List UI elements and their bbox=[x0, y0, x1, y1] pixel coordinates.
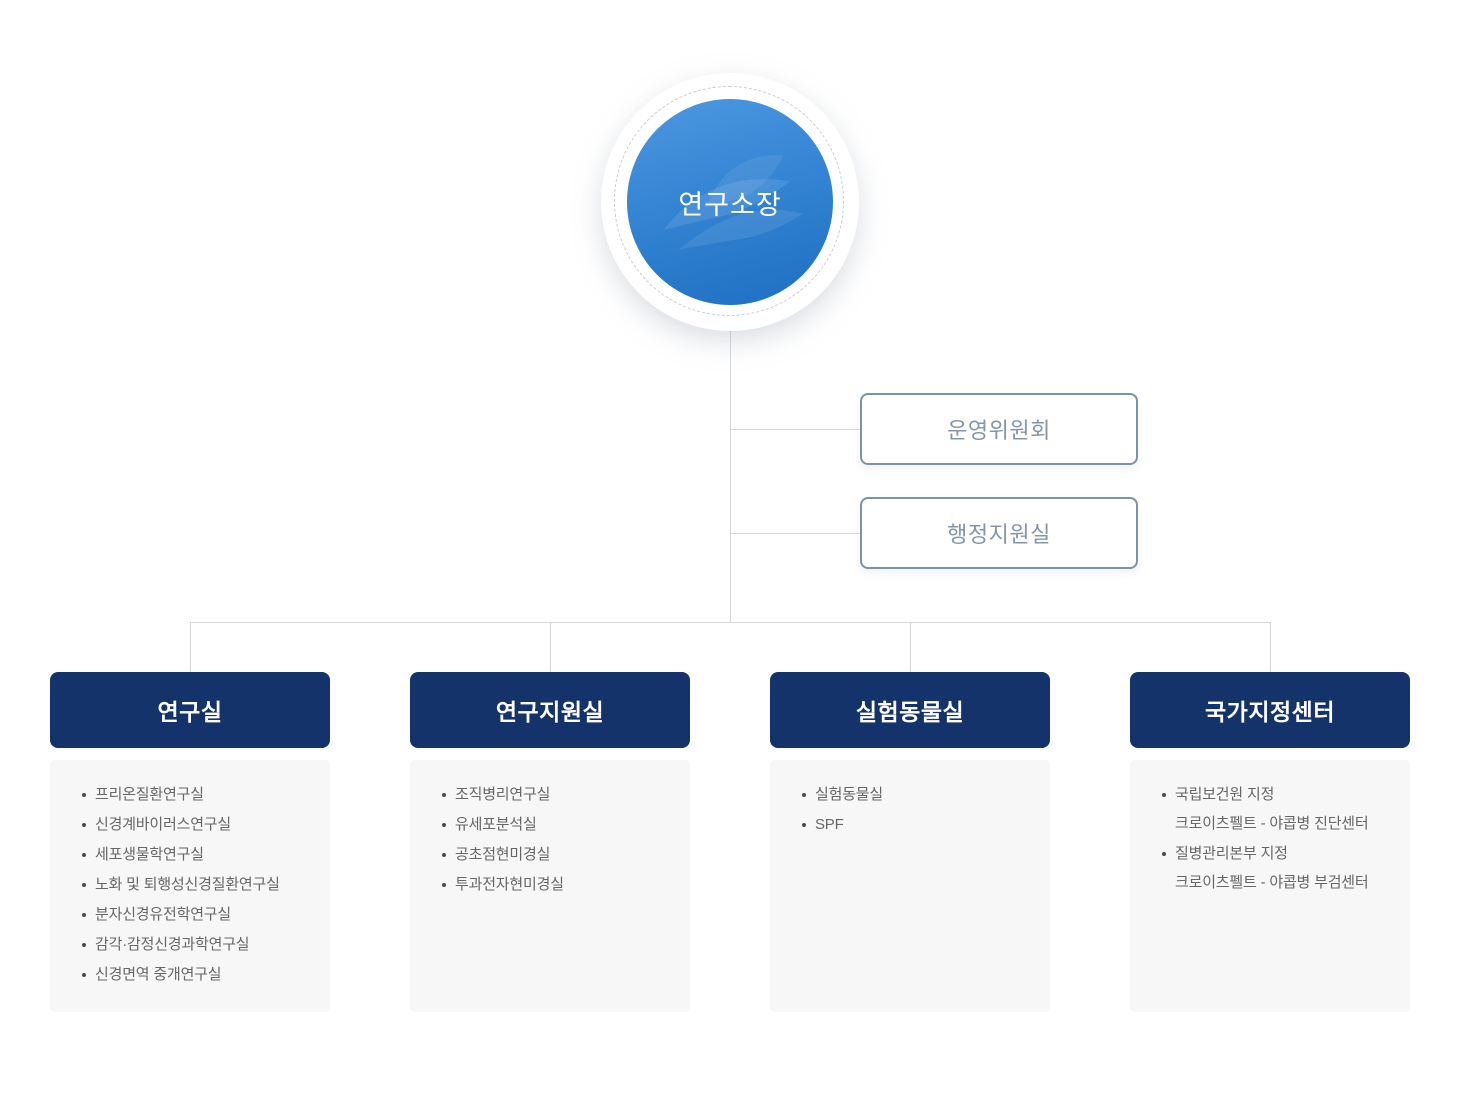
director-circle-inner: 연구소장 bbox=[627, 99, 833, 305]
dept-header-lab-animal: 실험동물실 bbox=[770, 672, 1050, 748]
bullet-icon bbox=[802, 823, 806, 827]
list-item: SPF bbox=[802, 815, 1032, 835]
dept-header-research-labs: 연구실 bbox=[50, 672, 330, 748]
list-item: 노화 및 퇴행성신경질환연구실 bbox=[82, 875, 312, 895]
list-item: 신경계바이러스연구실 bbox=[82, 815, 312, 835]
dept-panel-national-center: 국립보건원 지정 크로이츠펠트 - 야콥병 진단센터 질병관리본부 지정 크로이… bbox=[1130, 760, 1410, 1012]
connector-trunk-line bbox=[730, 331, 731, 622]
bullet-icon bbox=[82, 973, 86, 977]
bullet-icon bbox=[442, 823, 446, 827]
connector-drop-line-1 bbox=[190, 622, 191, 672]
connector-branch-committee-line bbox=[730, 429, 860, 430]
list-item: 공초점현미경실 bbox=[442, 845, 672, 865]
bullet-icon bbox=[82, 793, 86, 797]
connector-drop-line-3 bbox=[910, 622, 911, 672]
connector-branch-admin-line bbox=[730, 533, 860, 534]
bullet-icon bbox=[802, 793, 806, 797]
bullet-icon bbox=[442, 853, 446, 857]
list-item: 투과전자현미경실 bbox=[442, 875, 672, 895]
dept-list: 실험동물실 SPF bbox=[802, 785, 1032, 835]
dept-panel-research-labs: 프리온질환연구실 신경계바이러스연구실 세포생물학연구실 노화 및 퇴행성신경질… bbox=[50, 760, 330, 1012]
dept-title: 국가지정센터 bbox=[1205, 699, 1335, 725]
director-label: 연구소장 bbox=[678, 189, 782, 220]
dept-title: 연구실 bbox=[157, 699, 223, 725]
list-item: 프리온질환연구실 bbox=[82, 785, 312, 805]
director-circle: 연구소장 bbox=[601, 73, 859, 331]
connector-drop-line-4 bbox=[1270, 622, 1271, 672]
dept-title: 실험동물실 bbox=[855, 699, 965, 725]
list-item: 질병관리본부 지정 크로이츠펠트 - 야콥병 부검센터 bbox=[1162, 844, 1392, 893]
bullet-icon bbox=[82, 943, 86, 947]
admin-office-box: 행정지원실 bbox=[860, 497, 1138, 569]
bullet-icon bbox=[1162, 852, 1166, 856]
committee-label: 운영위원회 bbox=[947, 418, 1051, 443]
connector-drop-line-2 bbox=[550, 622, 551, 672]
list-item: 실험동물실 bbox=[802, 785, 1032, 805]
dept-header-national-center: 국가지정센터 bbox=[1130, 672, 1410, 748]
dept-title: 연구지원실 bbox=[495, 699, 605, 725]
logo-watermark-icon bbox=[663, 155, 803, 250]
list-item: 유세포분석실 bbox=[442, 815, 672, 835]
list-item: 신경면역 중개연구실 bbox=[82, 965, 312, 985]
committee-box: 운영위원회 bbox=[860, 393, 1138, 465]
dept-header-research-support: 연구지원실 bbox=[410, 672, 690, 748]
bullet-icon bbox=[442, 883, 446, 887]
list-item: 국립보건원 지정 크로이츠펠트 - 야콥병 진단센터 bbox=[1162, 785, 1392, 834]
bullet-icon bbox=[82, 913, 86, 917]
bullet-icon bbox=[1162, 793, 1166, 797]
list-item: 분자신경유전학연구실 bbox=[82, 905, 312, 925]
bullet-icon bbox=[82, 823, 86, 827]
list-item: 감각·감정신경과학연구실 bbox=[82, 935, 312, 955]
list-item: 조직병리연구실 bbox=[442, 785, 672, 805]
dept-panel-lab-animal: 실험동물실 SPF bbox=[770, 760, 1050, 1012]
connector-span-line bbox=[190, 622, 1270, 623]
bullet-icon bbox=[82, 853, 86, 857]
dept-list: 프리온질환연구실 신경계바이러스연구실 세포생물학연구실 노화 및 퇴행성신경질… bbox=[82, 785, 312, 985]
bullet-icon bbox=[82, 883, 86, 887]
dept-list: 조직병리연구실 유세포분석실 공초점현미경실 투과전자현미경실 bbox=[442, 785, 672, 895]
dept-panel-research-support: 조직병리연구실 유세포분석실 공초점현미경실 투과전자현미경실 bbox=[410, 760, 690, 1012]
director-dashed-ring bbox=[614, 86, 844, 316]
list-item: 세포생물학연구실 bbox=[82, 845, 312, 865]
bullet-icon bbox=[442, 793, 446, 797]
admin-office-label: 행정지원실 bbox=[947, 522, 1051, 547]
dept-list: 국립보건원 지정 크로이츠펠트 - 야콥병 진단센터 질병관리본부 지정 크로이… bbox=[1162, 785, 1392, 893]
